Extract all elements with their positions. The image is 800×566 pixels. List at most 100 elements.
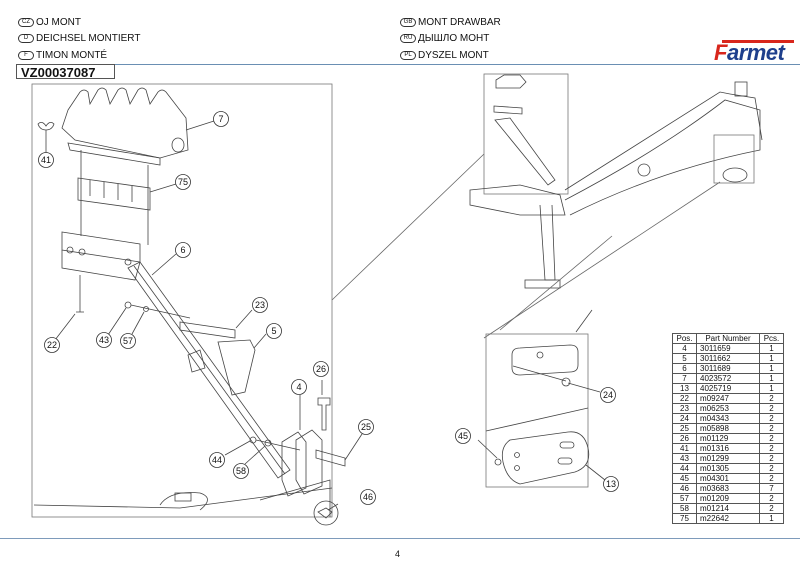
callout-45 — [455, 428, 471, 444]
callout-label: 45 — [458, 431, 468, 441]
title-ru: RU ДЫШЛО МОНТ — [400, 33, 489, 44]
callout-41 — [38, 152, 54, 168]
callout-label: 43 — [99, 335, 109, 345]
part-7-hole — [171, 137, 185, 153]
detail-frame-small — [485, 333, 589, 488]
logo-rest: armet — [726, 40, 785, 65]
part-6-bracket — [61, 231, 141, 263]
overview-hitch — [469, 184, 566, 216]
callout-label: 75 — [178, 177, 188, 187]
overview-inset-frame — [483, 73, 569, 195]
cell-part-number: 3011662 — [696, 353, 760, 364]
callout-label: 44 — [212, 455, 222, 465]
cell-pcs: 7 — [759, 483, 784, 494]
part-13-plate — [501, 431, 590, 485]
overview-valve — [734, 81, 748, 97]
farmet-logo: Farmet — [714, 40, 800, 66]
header-part-number: Part Number — [696, 333, 760, 344]
part-41-wingnut — [37, 122, 55, 131]
page-number: 4 — [395, 549, 401, 559]
title-de: D DEICHSEL MONTIERT — [18, 33, 140, 44]
flag-gb-icon: GB — [400, 18, 416, 27]
part-23-bolt — [179, 321, 236, 339]
cell-part-number: m04343 — [696, 413, 760, 424]
part-26-bolt — [317, 397, 331, 431]
cell-pcs: 2 — [759, 503, 784, 514]
callout-5 — [266, 323, 282, 339]
cell-pos: 4 — [672, 343, 697, 354]
cell-part-number: m03683 — [696, 483, 760, 494]
cell-pcs: 2 — [759, 393, 784, 404]
part-7-comb — [61, 87, 189, 159]
part-45-nut — [494, 458, 502, 466]
title-text: ДЫШЛО МОНТ — [418, 33, 490, 44]
callout-label: 7 — [218, 114, 223, 124]
cell-part-number: 4023572 — [696, 373, 760, 384]
cell-part-number: m01209 — [696, 493, 760, 504]
header-pos: Pos. — [672, 333, 697, 344]
part-4-plate-b — [295, 429, 323, 495]
title-cz: CZ OJ MONT — [18, 17, 81, 28]
callout-label: 5 — [271, 326, 276, 336]
logo-text: Farmet — [714, 40, 785, 66]
cell-part-number: 3011659 — [696, 343, 760, 354]
callout-22 — [44, 337, 60, 353]
cell-pcs: 2 — [759, 433, 784, 444]
flag-de-icon: D — [18, 34, 34, 43]
cell-pcs: 2 — [759, 413, 784, 424]
callout-24 — [600, 387, 616, 403]
part-25-bolt — [315, 449, 346, 467]
cell-pcs: 2 — [759, 463, 784, 474]
cell-pos: 22 — [672, 393, 697, 404]
callout-75 — [175, 174, 191, 190]
cell-pos: 46 — [672, 483, 697, 494]
title-text: DEICHSEL MONTIERT — [36, 33, 141, 44]
cell-pcs: 1 — [759, 343, 784, 354]
callout-4 — [291, 379, 307, 395]
title-text: OJ MONT — [36, 17, 81, 28]
callout-label: 24 — [603, 390, 613, 400]
callout-label: 58 — [236, 466, 246, 476]
cell-part-number: m06253 — [696, 403, 760, 414]
callout-25 — [358, 419, 374, 435]
part-bracket-upper — [511, 344, 579, 376]
cell-pos: 7 — [672, 373, 697, 384]
cell-pos: 41 — [672, 443, 697, 454]
callout-13 — [603, 476, 619, 492]
cell-part-number: 3011689 — [696, 363, 760, 374]
part-22-bolt — [76, 275, 84, 313]
cell-pcs: 2 — [759, 443, 784, 454]
flag-fr-icon: F — [18, 51, 34, 60]
overview-stand-foot — [524, 279, 561, 289]
header-divider — [115, 64, 800, 65]
part-5-plate — [217, 339, 256, 396]
cell-pos: 75 — [672, 513, 697, 524]
callout-label: 13 — [606, 479, 616, 489]
nut-46-magnifier — [313, 500, 339, 526]
footer-divider — [0, 538, 800, 539]
cell-pos: 6 — [672, 363, 697, 374]
flag-ru-icon: RU — [400, 34, 416, 43]
callout-44 — [209, 452, 225, 468]
callout-label: 25 — [361, 422, 371, 432]
cell-part-number: m01299 — [696, 453, 760, 464]
callout-26 — [313, 361, 329, 377]
cell-part-number: m01305 — [696, 463, 760, 474]
callout-label: 23 — [255, 300, 265, 310]
cell-pcs: 1 — [759, 383, 784, 394]
overview-detail-box — [713, 134, 755, 184]
logo-bar — [722, 40, 794, 43]
callout-7 — [213, 111, 229, 127]
cell-pcs: 2 — [759, 423, 784, 434]
callout-label: 57 — [123, 336, 133, 346]
